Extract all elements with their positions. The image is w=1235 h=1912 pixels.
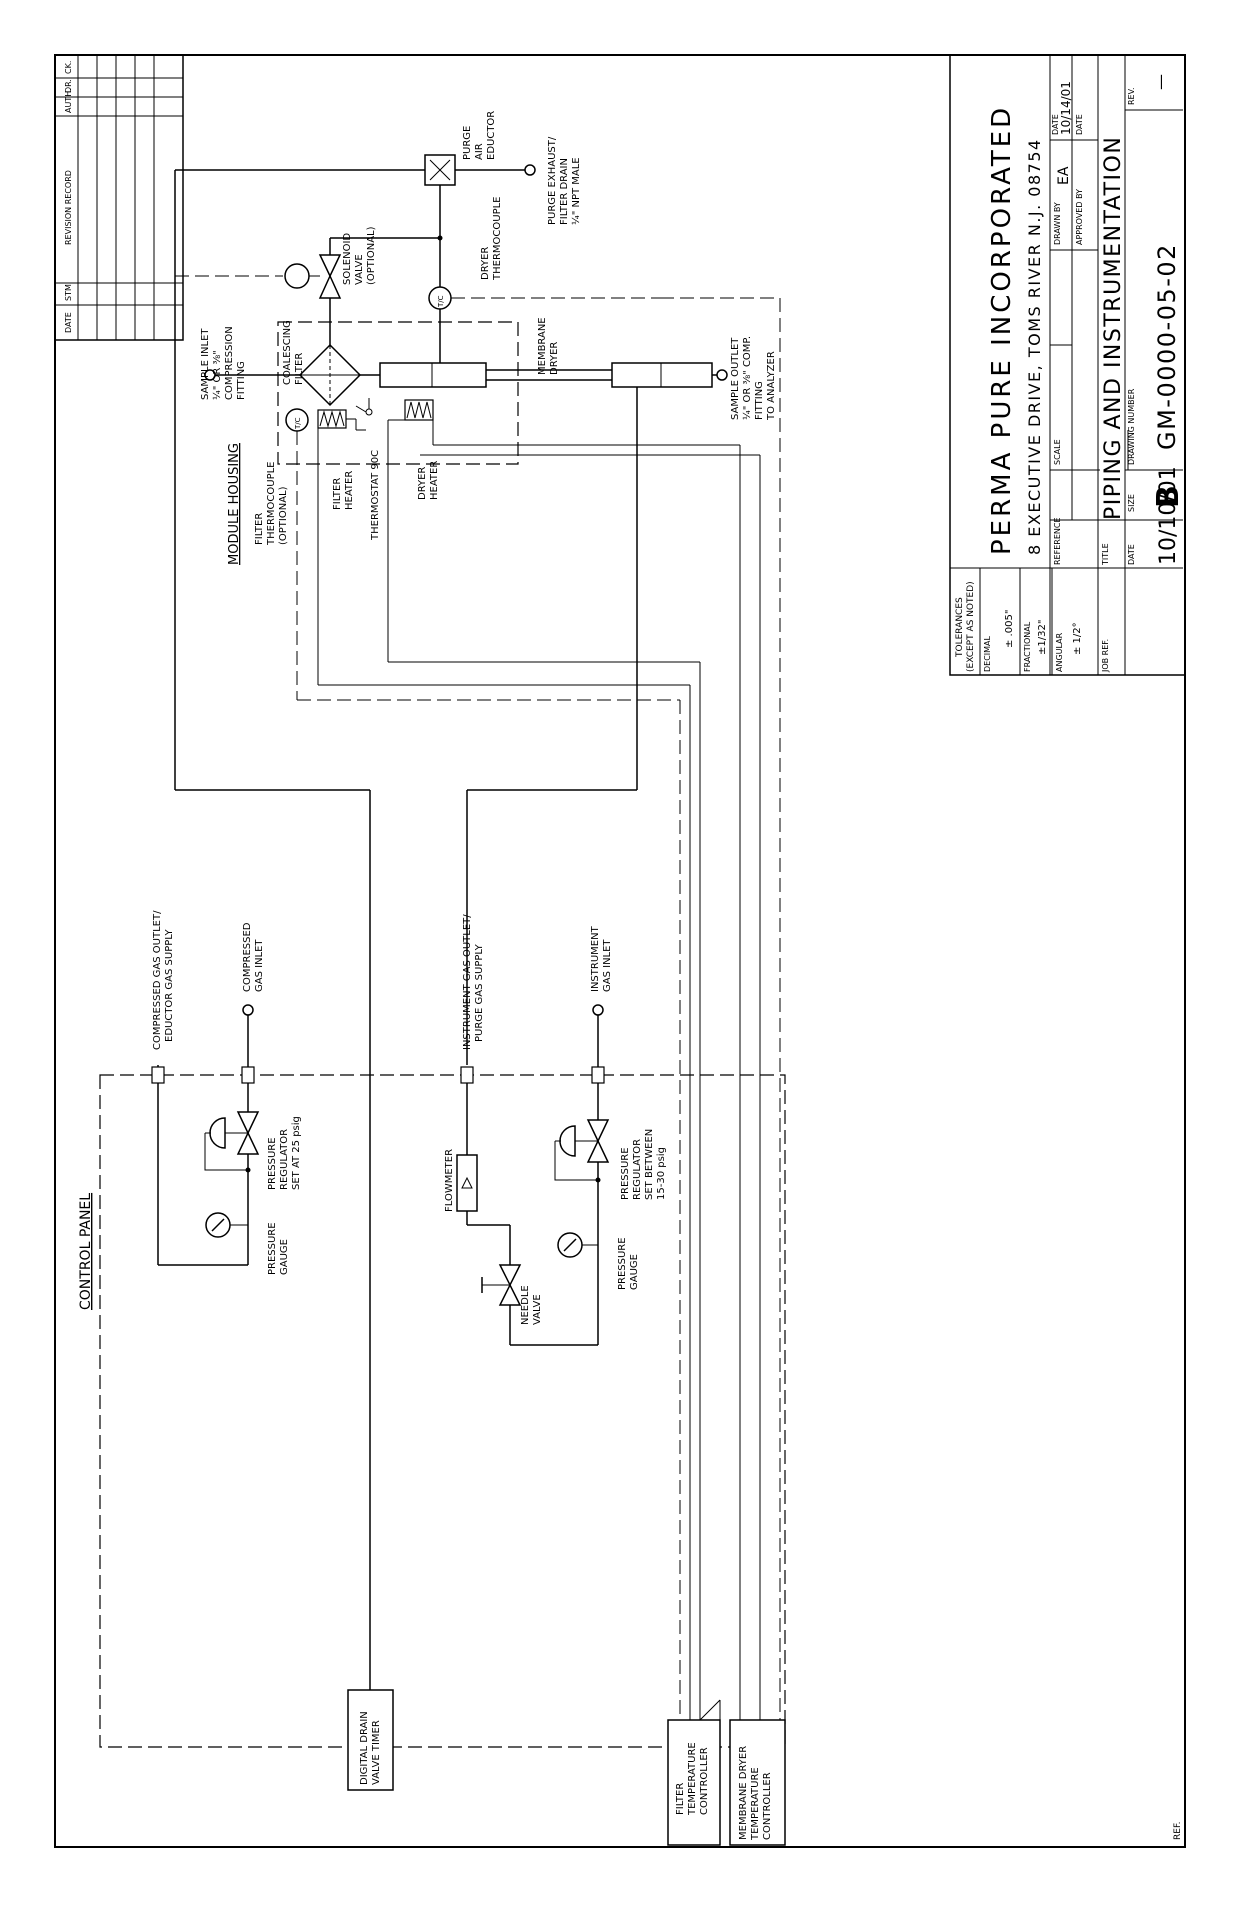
outer-border (54, 54, 1186, 1848)
instrument-gas-inlet-label: INSTRUMENT GAS INLET (590, 923, 613, 992)
filter-heater-label: FILTER HEATER (332, 471, 355, 510)
scale-label: SCALE (1053, 439, 1062, 465)
membrane-dryer-outlet-end (611, 362, 713, 388)
needle-valve-label: NEEDLE VALVE (520, 1282, 543, 1325)
rev-col-dr: DR. (64, 79, 73, 93)
title-label: TITLE (1101, 543, 1110, 566)
drawn-date-label: DATE (1051, 114, 1060, 135)
control-panel-title: CONTROL PANEL (78, 1193, 94, 1310)
tolerances-sub: (EXCEPT AS NOTED) (966, 581, 976, 672)
dryer-heater-label: DRYER HEATER (417, 461, 440, 500)
rev-col-stm: STM (64, 284, 73, 301)
drawn-by-label: DRAWN BY (1053, 202, 1062, 245)
company-address: 8 EXECUTIVE DRIVE, TOMS RIVER N.J. 08754 (1025, 138, 1044, 555)
instrument-gas-outlet-label: INSTRUMENT GAS OUTLET/ PURGE GAS SUPPLY (462, 911, 485, 1050)
reference-label: REFERENCE (1053, 517, 1062, 565)
drawing-number-label: DRAWING NUMBER (1127, 388, 1136, 465)
pressure-regulator-1 (236, 1111, 260, 1135)
solenoid-valve-label: SOLENOID VALVE (OPTIONAL) (342, 226, 377, 285)
rev-label: REV. (1127, 87, 1136, 105)
digital-drain-valve-timer (347, 1689, 394, 1791)
regulator-1-label: PRESSURE REGULATOR SET AT 25 psig (267, 1116, 302, 1190)
module-housing-title: MODULE HOUSING (227, 443, 242, 565)
needle-valve (498, 1264, 522, 1287)
angular-value: ± 1/2° (1072, 622, 1083, 655)
membrane-dryer-temperature-controller (729, 1719, 786, 1846)
thermostat-label: THERMOSTAT 90C (370, 450, 381, 541)
purge-eductor-label: PURGE AIR EDUCTOR (462, 111, 497, 160)
compressed-gas-inlet-fitting (241, 1066, 255, 1084)
company-name: PERMA PURE INCORPORATED (987, 105, 1017, 555)
dryer-tc-symbol: T/C (437, 295, 445, 308)
angular-label: ANGULAR (1055, 632, 1064, 672)
rev-col-date: DATE (64, 312, 73, 333)
dryer-controller-label: MEMBRANE DRYER TEMPERATURE CONTROLLER (738, 1743, 773, 1841)
decimal-value: ± .005" (1004, 610, 1015, 648)
instrument-gas-inlet-port (592, 1004, 604, 1016)
sample-outlet-port (716, 369, 728, 381)
size-label: SIZE (1127, 494, 1136, 512)
approved-by-label: APPROVED BY (1075, 189, 1084, 245)
membrane-dryer-inlet-end (379, 362, 487, 388)
rev-col-record: REVISION RECORD (64, 170, 73, 245)
date-value: 10/10/01 (1156, 466, 1181, 565)
thermostat-switch (365, 408, 373, 416)
control-panel-box (99, 1074, 786, 1748)
flowmeter (456, 1154, 478, 1212)
ref-label: REF. (1173, 1821, 1183, 1840)
size-value: B (1151, 485, 1186, 508)
fractional-label: FRACTIONAL (1023, 621, 1032, 672)
coalescing-filter-label: COALESCING FILTER (282, 317, 305, 385)
sample-inlet-port (204, 369, 216, 381)
rev-col-ck: CK. (64, 61, 73, 74)
solenoid-actuator (284, 263, 310, 289)
drain-timer-label: DIGITAL DRAIN VALVE TIMER (359, 1708, 382, 1785)
drawing-number: GM-0000-05-02 (1153, 243, 1181, 450)
compressed-gas-inlet-port (242, 1004, 254, 1016)
gauge-2-label: PRESSURE GAUGE (617, 1234, 640, 1290)
drawn-date-value: 10/14/01 (1059, 81, 1073, 135)
purge-exhaust-label: PURGE EXHAUST/ FILTER DRAIN ¼" NPT MALE (547, 134, 582, 225)
decimal-label: DECIMAL (983, 635, 992, 672)
drawing-title: PIPING AND INSTRUMENTATION (1101, 136, 1126, 520)
sample-outlet-label: SAMPLE OUTLET ¼" OR ⅜" COMP. FITTING TO … (730, 333, 777, 421)
purge-exhaust-port (524, 164, 536, 176)
drawn-by-value: EA (1056, 166, 1072, 185)
instrument-gas-inlet-fitting (591, 1066, 605, 1084)
rev-value: — (1151, 74, 1170, 90)
filter-tc-symbol: T/C (294, 417, 302, 430)
compressed-gas-outlet-label: COMPRESSED GAS OUTLET/ EDUCTOR GAS SUPPL… (152, 907, 175, 1050)
fractional-value: ±1/32" (1037, 620, 1048, 655)
filter-thermocouple-label: FILTER THERMOCOUPLE (OPTIONAL) (254, 458, 289, 546)
title-block: PERMA PURE INCORPORATED 8 EXECUTIVE DRIV… (949, 54, 1186, 676)
module-housing-box (277, 321, 519, 465)
filter-controller-label: FILTER TEMPERATURE CONTROLLER (675, 1739, 710, 1816)
compressed-gas-outlet-fitting (151, 1066, 165, 1084)
instrument-gas-outlet-fitting (460, 1066, 474, 1084)
sample-inlet-label: SAMPLE INLET ¼" OR ⅜" COMPRESSION FITTIN… (200, 323, 247, 400)
job-ref-label: JOB REF. (1101, 639, 1110, 673)
date-label: DATE (1127, 544, 1136, 565)
membrane-dryer-label: MEMBRANE DRYER (537, 314, 560, 375)
filter-temperature-controller (667, 1719, 721, 1846)
pressure-regulator-2 (586, 1119, 610, 1143)
approved-date-label: DATE (1075, 114, 1084, 135)
regulator-2-label: PRESSURE REGULATOR SET BETWEEN 15-30 psi… (620, 1126, 667, 1200)
tolerances-label: TOLERANCES (955, 597, 965, 658)
rev-col-auth: AUTH. (64, 88, 73, 113)
gauge-1-label: PRESSURE GAUGE (267, 1219, 290, 1275)
dryer-thermocouple-label: DRYER THERMOCOUPLE (480, 197, 503, 282)
flowmeter-label: FLOWMETER (444, 1149, 455, 1212)
revision-record-block: DATE STM REVISION RECORD AUTH. DR. CK. (54, 54, 184, 341)
compressed-gas-inlet-label: COMPRESSED GAS INLET (242, 919, 265, 992)
solenoid-valve (318, 254, 342, 278)
